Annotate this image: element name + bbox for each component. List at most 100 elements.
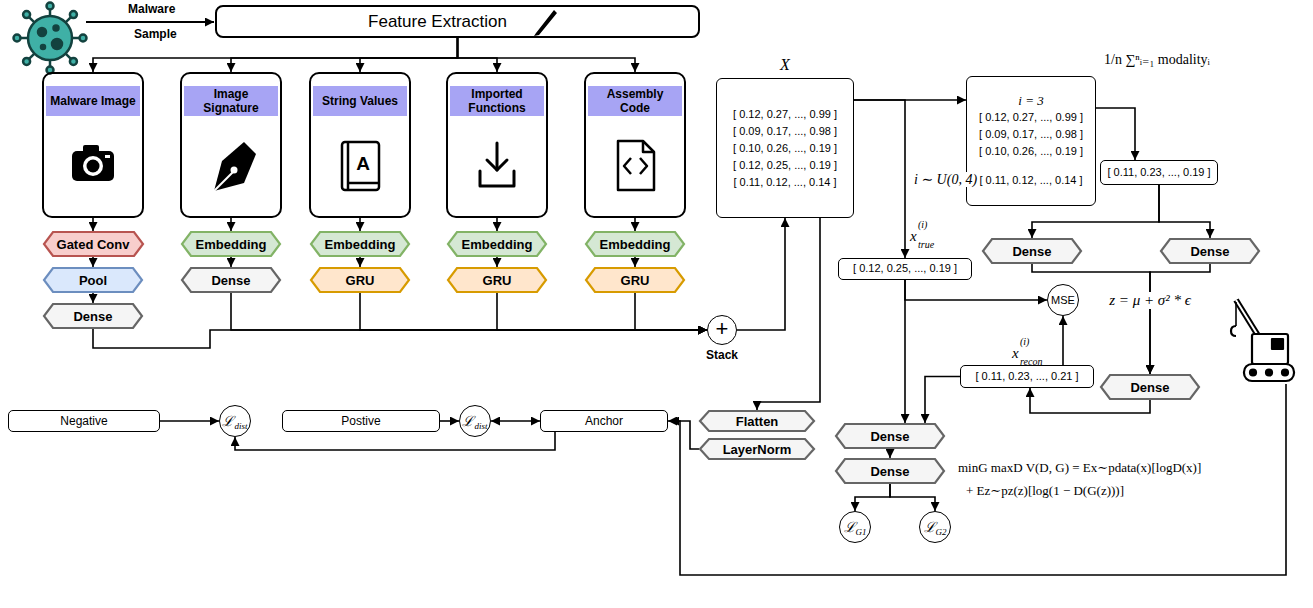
drawing-part xyxy=(72,151,114,181)
layer-hexagon: Gated Conv xyxy=(43,231,144,257)
modality-header: String Values xyxy=(313,86,407,116)
flow-arrow xyxy=(635,293,707,330)
flow-arrow xyxy=(360,38,458,72)
formula-label: + Ez∼pz(z)[log(1 − D(G(z)))] xyxy=(966,484,1124,498)
loss-symbol: ℒ xyxy=(924,514,936,542)
node-text: Embedding xyxy=(600,237,671,252)
flow-arrow xyxy=(889,449,891,458)
crane-icon xyxy=(1231,300,1294,381)
operator-circle: ℒG2 xyxy=(919,511,951,543)
layer-hexagon: Embedding xyxy=(181,231,281,257)
operator-circle: ℒdist xyxy=(219,405,251,437)
matrix-box: X[ 0.12, 0.27, ..., 0.99 ][ 0.09, 0.17, … xyxy=(716,78,854,218)
vector-box: Negative xyxy=(8,410,160,432)
matrix-row: [ 0.09, 0.17, ..., 0.98 ] xyxy=(733,123,837,140)
node-text: Pool xyxy=(79,273,107,288)
drawing-part xyxy=(1231,326,1236,336)
drawing-part xyxy=(70,11,77,18)
modality-title: String Values xyxy=(320,93,400,109)
formula-label: minG maxD V(D, G) = Ex∼pdata(x)[logD(x)] xyxy=(958,461,1201,475)
node-text: Postive xyxy=(341,414,380,428)
math-subscript: true xyxy=(918,239,934,250)
node-text: Gated Conv xyxy=(57,237,130,252)
drawing-part xyxy=(52,39,62,49)
node-text: Feature Extraction xyxy=(368,12,507,32)
flow-arrow xyxy=(458,38,498,72)
drawing-part xyxy=(348,182,379,185)
caption-text: Sample xyxy=(134,28,177,41)
layer-hexagon: Dense xyxy=(982,238,1082,264)
matrix-box: i = 3[ 0.12, 0.27, ..., 0.99 ][ 0.09, 0.… xyxy=(966,76,1096,206)
drawing-part xyxy=(54,26,59,31)
matrix-row: [ 0.10, 0.26, ..., 0.19 ] xyxy=(733,140,837,157)
matrix-row: [ 0.12, 0.25, ..., 0.19 ] xyxy=(733,157,837,174)
drawing-part xyxy=(87,160,100,173)
drawing-part xyxy=(1272,339,1283,349)
download-icon xyxy=(480,143,514,186)
hexagon-shape xyxy=(311,232,409,256)
flow-arrow xyxy=(1150,264,1210,374)
flow-arrow xyxy=(1096,108,1135,160)
pen-nib-icon xyxy=(214,142,256,191)
vector-box: Anchor xyxy=(540,410,668,432)
flow-arrow xyxy=(231,38,458,72)
flow-arrow xyxy=(359,257,361,267)
modality-box: Malware Image xyxy=(42,72,144,218)
modality-header: Assembly Code xyxy=(588,86,682,116)
vector-box: [ 0.12, 0.25, ..., 0.19 ] xyxy=(838,258,972,280)
flow-arrow xyxy=(491,420,540,422)
loss-subscript: dist xyxy=(234,421,247,431)
flow-arrow xyxy=(231,293,707,330)
drawing-part xyxy=(214,142,256,191)
modality-header: Malware Image xyxy=(46,86,140,116)
drawing-part xyxy=(1244,364,1294,381)
flow-arrow xyxy=(854,100,905,258)
flow-arrow xyxy=(496,257,498,267)
layer-hexagon: Pool xyxy=(43,267,143,293)
loss-symbol: ℒ xyxy=(462,408,474,436)
flow-arrow xyxy=(634,257,636,267)
layer-hexagon: Dense xyxy=(835,458,945,484)
drawing-part xyxy=(1282,370,1288,376)
operator-circle: ℒG1 xyxy=(839,511,871,543)
flow-arrow xyxy=(93,38,458,72)
hexagon-shape xyxy=(311,268,409,292)
drawing-part xyxy=(41,45,45,49)
math-superscript: (i) xyxy=(1020,336,1029,347)
hexagon-shape xyxy=(44,232,143,256)
modality-header: Imported Functions xyxy=(450,86,544,116)
flow-arrow xyxy=(925,377,960,424)
hexagon-shape xyxy=(1161,239,1259,263)
flow-arrow xyxy=(1062,316,1064,365)
node-caption: Stack xyxy=(706,348,738,362)
layer-hexagon: Embedding xyxy=(585,231,685,257)
matrix-heading: X xyxy=(780,56,790,74)
drawing-part xyxy=(1252,334,1288,364)
hexagon-shape xyxy=(586,268,684,292)
vector-box: [ 0.11, 0.23, ..., 0.21 ] xyxy=(960,365,1094,388)
layer-hexagon: Dense xyxy=(43,303,143,329)
hexagon-shape xyxy=(836,459,944,483)
drawing-part xyxy=(47,3,54,10)
flow-arrow xyxy=(230,218,232,231)
modality-box: String Values xyxy=(309,72,411,218)
flow-arrow xyxy=(458,38,636,72)
node-text: [ 0.11, 0.23, ..., 0.21 ] xyxy=(975,370,1078,383)
flow-arrow xyxy=(890,484,935,511)
flow-arrow xyxy=(905,280,1047,300)
hexagon-shape xyxy=(983,239,1081,263)
node-text: Dense xyxy=(1012,244,1051,259)
flow-arrow xyxy=(92,218,94,231)
formula-label: z = μ + σ² * ϵ xyxy=(1106,292,1194,309)
matrix-heading: i = 3 xyxy=(1018,93,1043,109)
hexagon-shape xyxy=(586,232,684,256)
operator-circle: MSE xyxy=(1047,284,1079,316)
modality-title: Image Signature xyxy=(184,86,278,116)
caption-text: Malware xyxy=(128,3,175,16)
process-box: Feature Extraction xyxy=(215,5,700,38)
node-text: Dense xyxy=(1190,244,1229,259)
edge-label: i ∼ U(0, 4) xyxy=(912,172,979,187)
flow-arrow xyxy=(360,293,707,330)
drawing-part xyxy=(105,155,110,158)
